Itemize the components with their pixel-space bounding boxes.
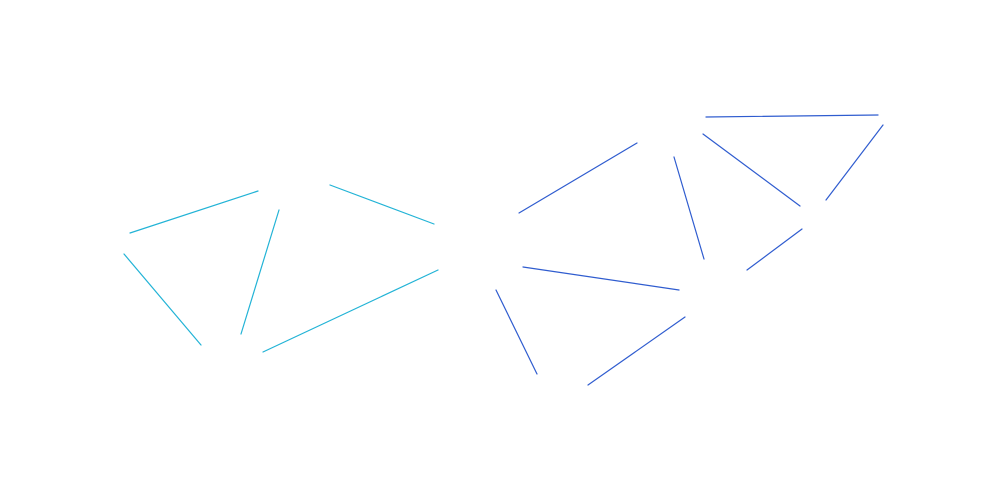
edge-cyan-5 bbox=[262, 269, 439, 353]
edge-blue-9 bbox=[587, 316, 686, 386]
edge-blue-3 bbox=[705, 114, 879, 118]
edge-blue-7 bbox=[522, 266, 680, 291]
edge-blue-2 bbox=[673, 156, 705, 260]
edge-cyan-2 bbox=[123, 253, 202, 346]
edge-blue-4 bbox=[702, 133, 801, 207]
edge-cyan-4 bbox=[329, 184, 435, 225]
blue-edges-group bbox=[495, 114, 884, 386]
edge-cyan-3 bbox=[240, 209, 280, 335]
edge-blue-6 bbox=[746, 228, 803, 271]
cyan-edges-group bbox=[123, 184, 439, 353]
edge-blue-1 bbox=[518, 142, 638, 214]
edge-cyan-1 bbox=[129, 190, 259, 234]
edge-blue-8 bbox=[495, 289, 538, 375]
edge-blue-5 bbox=[825, 124, 884, 201]
